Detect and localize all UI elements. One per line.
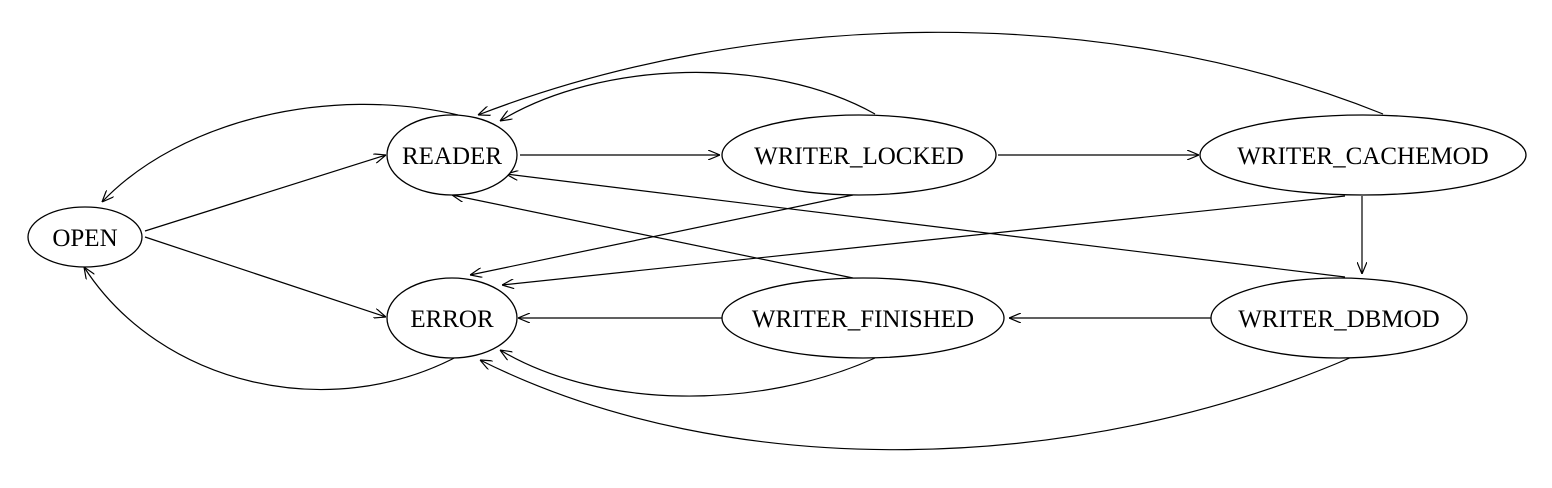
node-reader-label: READER bbox=[402, 143, 502, 170]
edge-writer-locked-to-reader bbox=[500, 71, 876, 121]
edge-error-to-open bbox=[84, 267, 461, 391]
node-open: OPEN bbox=[27, 206, 143, 268]
node-writer-cachemod-label: WRITER_CACHEMOD bbox=[1237, 143, 1488, 170]
edge-writer-cachemod-to-error bbox=[502, 195, 1346, 285]
edge-writer-finished-to-error-curve bbox=[500, 350, 876, 397]
edge-writer-cachemod-to-reader bbox=[478, 31, 1384, 115]
node-reader: READER bbox=[386, 114, 518, 196]
node-writer-locked: WRITER_LOCKED bbox=[721, 114, 997, 196]
edge-open-to-reader bbox=[144, 155, 386, 232]
edge-open-to-error bbox=[144, 236, 386, 317]
node-open-label: OPEN bbox=[52, 225, 117, 252]
node-writer-dbmod-label: WRITER_DBMOD bbox=[1238, 306, 1439, 333]
node-writer-finished: WRITER_FINISHED bbox=[721, 277, 1005, 359]
node-writer-cachemod: WRITER_CACHEMOD bbox=[1199, 114, 1527, 196]
node-writer-locked-label: WRITER_LOCKED bbox=[754, 143, 964, 170]
node-error: ERROR bbox=[386, 277, 518, 359]
edge-writer-dbmod-to-error bbox=[480, 356, 1353, 451]
edge-reader-to-open bbox=[102, 103, 459, 202]
edge-writer-finished-to-reader bbox=[452, 195, 854, 279]
nodes-layer: OPEN READER ERROR WRITER_LOCKED WRITER_F… bbox=[27, 114, 1527, 359]
node-writer-dbmod: WRITER_DBMOD bbox=[1210, 277, 1468, 359]
node-writer-finished-label: WRITER_FINISHED bbox=[752, 306, 974, 333]
edge-writer-dbmod-to-reader bbox=[506, 174, 1346, 278]
edges-layer bbox=[84, 31, 1384, 451]
edge-writer-locked-to-error bbox=[470, 194, 854, 275]
node-error-label: ERROR bbox=[410, 306, 494, 333]
